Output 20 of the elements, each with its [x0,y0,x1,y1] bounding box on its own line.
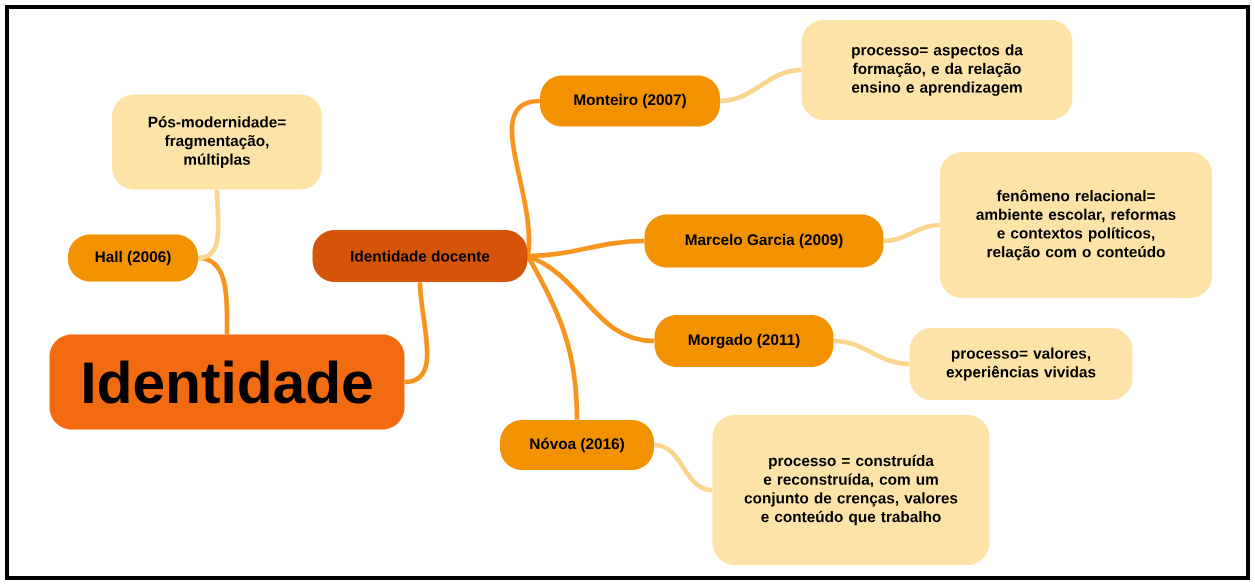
note-box: processo= valores, experiências vividas [909,328,1133,400]
note-box: processo= aspectos da formação, e da relação ensino e aprendizagem [801,20,1073,120]
topic-box: Identidade docente [312,230,528,282]
connector [198,255,230,335]
topic-box: Nóvoa (2016) [500,420,654,470]
connector [526,253,655,344]
connector [653,442,713,493]
note-box: processo = construída e reconstruída, com um conjunto de crenças, valores e conteúdo que trabalho [712,415,990,565]
topic-box: Monteiro (2007) [540,75,720,127]
connector [833,338,910,367]
connector [197,189,221,261]
topic-box: Morgado (2011) [654,315,834,367]
connector [527,238,645,259]
topic-box: Marcelo Garcia (2009) [644,214,884,268]
note-box: Pós-modernidade= fragmentação, múltiplas [112,94,322,190]
topic-box: Identidade [49,334,405,430]
connector [525,254,580,420]
connector [720,67,802,104]
note-box: fenômeno relacional= ambiente escolar, reformas e contextos políticos, relação com o conteúdo [940,152,1212,298]
connector [883,222,940,244]
